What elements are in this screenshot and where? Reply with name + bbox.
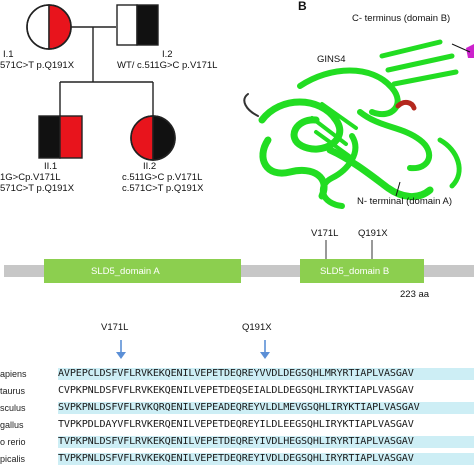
i2-label: I.2 [162, 49, 173, 60]
domain-a-label: SLD5_domain A [91, 266, 160, 277]
sequence-row: AVPEPCLDSFVFLRVKEKQENILVEPETDEQREYVVDLDE… [58, 368, 474, 380]
domain-marker-v171l: V171L [311, 228, 339, 239]
i1-left-half [26, 4, 50, 50]
protein-length: 223 aa [400, 289, 430, 300]
helix-bundle [310, 102, 358, 160]
i1-genotype: 571C>T p.Q191X [0, 60, 75, 71]
i1-symbol [26, 4, 72, 50]
c-terminus-highlight [466, 44, 474, 58]
pedigree [26, 4, 176, 161]
ii2-label: II.2 [143, 161, 157, 172]
helix-upper-left [258, 98, 344, 153]
domain-b-label: SLD5_domain B [320, 266, 390, 277]
helix-far-right [437, 137, 462, 189]
n-terminal-leader [395, 181, 401, 197]
alignment-marker-q191x: Q191X [242, 322, 272, 333]
ii2-genotype-2: c.571C>T p.Q191X [122, 183, 204, 194]
species-name: gallus [0, 420, 24, 430]
helix-lower-right [326, 146, 434, 200]
panel-letter: B [298, 0, 307, 13]
ii2-symbol [130, 115, 176, 161]
i1-label: I.1 [3, 49, 14, 60]
ii2-right-half [152, 115, 176, 161]
i2-left-half [116, 4, 138, 46]
protein-structure [243, 39, 474, 209]
ii1-genotype-2: 571C>T p.Q191X [0, 183, 75, 194]
arrow-q191x-head [260, 352, 270, 359]
c-terminus-label: C- terminus (domain B) [352, 13, 451, 24]
loop-left [243, 93, 259, 117]
strand-upper [297, 67, 401, 118]
arrow-v171l-head [116, 352, 126, 359]
alignment-arrows [116, 340, 270, 359]
helix-middle [357, 109, 433, 172]
beta-sheet-right [379, 39, 459, 87]
species-name: o rerio [0, 437, 26, 447]
species-name: taurus [0, 386, 26, 396]
n-terminal-label: N- terminal (domain A) [357, 196, 453, 207]
i1-right-half [48, 4, 72, 50]
species-name: sculus [0, 403, 26, 413]
sequence-row: TVPKPNLDSFVFLRVKEKQENILVEPETDEQREYIVDLDE… [58, 453, 474, 465]
sequence-row: SVPKPNLDSFVFLRVKQRQENILVEPEADEQREYVLDLME… [58, 402, 474, 414]
mutation-site [395, 99, 417, 111]
ii2-left-half [130, 115, 154, 161]
sequence-row: TVPKPNLDSFVFLRVKEKQENILVEPETDEQREYIVDLHE… [58, 436, 474, 448]
ii1-label: II.1 [44, 161, 58, 172]
c-terminus-leader [451, 43, 471, 53]
domain-marker-q191x: Q191X [358, 228, 388, 239]
domain-a-block [44, 259, 241, 283]
sequence-row: CVPKPNLDSFVFLRVKEKQENILVEPETDEQSEIALDLDE… [58, 385, 414, 396]
i2-genotype: WT/ c.511G>C p.V171L [117, 60, 218, 71]
ii2-genotype-1: c.511G>C p.V171L [122, 172, 203, 183]
ii1-left-half [38, 115, 61, 159]
ii1-genotype-1: 1G>Cp.V171L [0, 172, 61, 183]
helix-core [319, 133, 359, 209]
domain-b-block [300, 259, 424, 283]
species-name: apiens [0, 369, 27, 379]
i2-right-half [136, 4, 159, 46]
alignment-marker-v171l: V171L [101, 322, 129, 333]
domain-map [4, 240, 474, 283]
sequence-row: TVPKPDLDAYVFLRVKERQENILVEPETDEQREYILDLEE… [58, 419, 414, 430]
protein-name: GINS4 [317, 54, 346, 65]
species-name: picalis [0, 454, 26, 464]
ii1-right-half [59, 115, 83, 159]
